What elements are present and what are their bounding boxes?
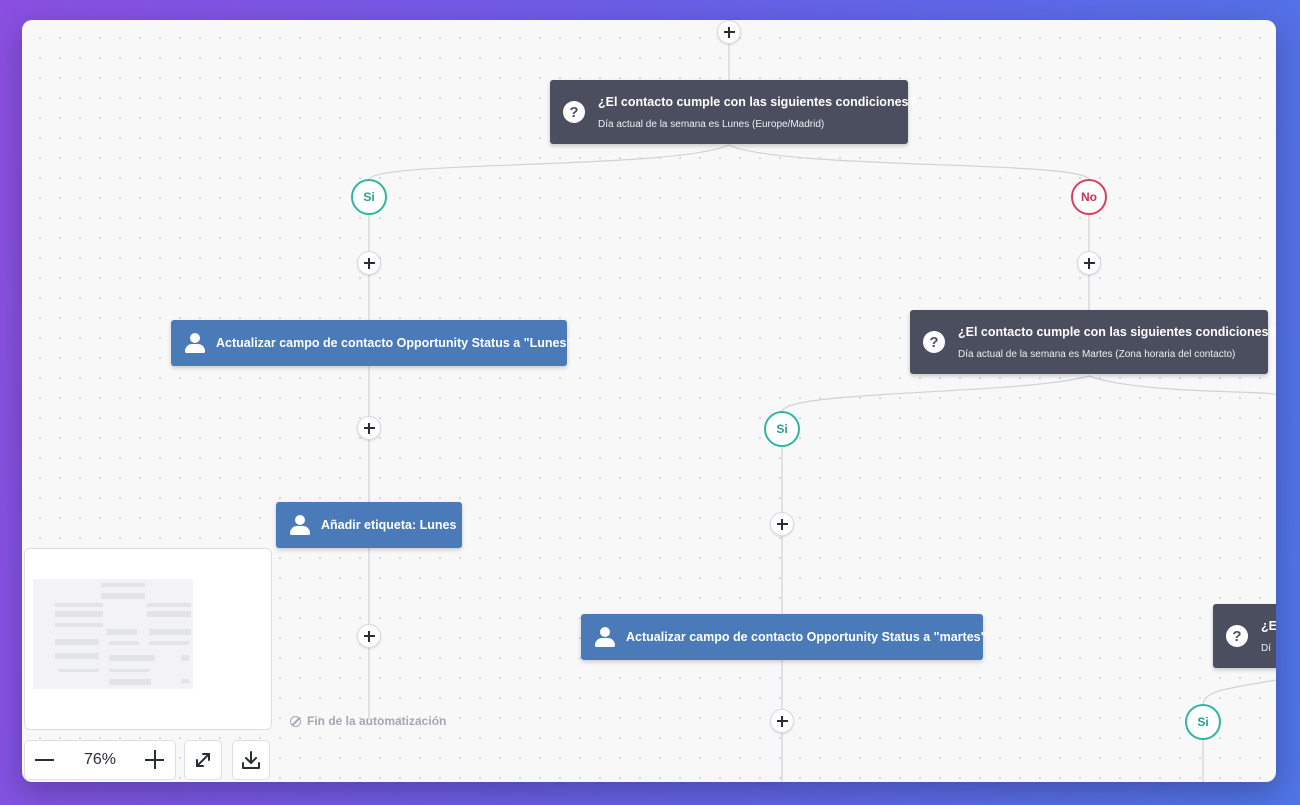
user-icon <box>289 514 311 536</box>
minimap-node <box>181 679 189 683</box>
zoom-level: 76% <box>83 751 117 768</box>
action-node[interactable]: Actualizar campo de contacto Opportunity… <box>581 614 987 660</box>
end-label: Fin de la automatización <box>307 714 447 728</box>
condition-title: ¿El contacto cumple con las siguientes c… <box>958 325 1276 339</box>
minimap-node <box>109 669 149 672</box>
add-step-button[interactable] <box>770 709 794 733</box>
minimap-node <box>109 655 155 661</box>
zoom-in-button[interactable] <box>135 741 175 779</box>
minimap-node <box>59 669 99 672</box>
condition-title: ¿E <box>1261 619 1276 633</box>
action-label: Actualizar campo de contacto Opportunity… <box>626 630 987 644</box>
automation-canvas[interactable]: ? ¿El contacto cumple con las siguientes… <box>22 20 1276 782</box>
minimap-node <box>55 611 103 617</box>
minimap-node <box>181 655 189 661</box>
add-step-button[interactable] <box>770 512 794 536</box>
fit-screen-button[interactable] <box>184 740 222 780</box>
minimap-node <box>55 653 99 659</box>
condition-node[interactable]: ? ¿El contacto cumple con las siguientes… <box>550 80 916 144</box>
minimap-node <box>147 611 191 617</box>
add-step-button[interactable] <box>357 416 381 440</box>
zoom-out-button[interactable] <box>25 741 65 779</box>
minimap-node <box>149 641 189 645</box>
condition-node[interactable]: ? ¿El contacto cumple con las siguientes… <box>910 310 1276 374</box>
action-label: Actualizar campo de contacto Opportunity… <box>216 336 573 350</box>
question-icon: ? <box>1226 625 1248 647</box>
condition-detail: Día actual de la semana es Lunes (Europe… <box>598 119 825 130</box>
branch-no[interactable]: No <box>1071 179 1107 215</box>
question-icon: ? <box>923 331 945 353</box>
minimap-node <box>149 629 191 635</box>
minimap-node <box>55 639 99 645</box>
action-label: Añadir etiqueta: Lunes <box>321 518 457 532</box>
add-step-button[interactable] <box>357 251 381 275</box>
branch-yes[interactable]: Si <box>764 411 800 447</box>
action-node[interactable]: Actualizar campo de contacto Opportunity… <box>171 320 572 366</box>
minimap-node <box>109 641 139 645</box>
end-of-automation: Fin de la automatización <box>290 714 446 728</box>
branch-yes[interactable]: Si <box>351 179 387 215</box>
condition-node[interactable]: ? ¿E Dí <box>1213 604 1276 668</box>
condition-detail: Dí <box>1261 643 1271 654</box>
minimap-node <box>107 629 137 635</box>
ban-icon <box>290 715 301 727</box>
add-step-button[interactable] <box>1077 251 1101 275</box>
add-step-button[interactable] <box>717 20 741 44</box>
minimap-node <box>55 623 103 627</box>
user-icon <box>184 332 206 354</box>
action-node[interactable]: Añadir etiqueta: Lunes <box>276 502 462 548</box>
expand-icon <box>196 753 210 767</box>
download-icon <box>242 751 260 769</box>
condition-detail: Día actual de la semana es Martes (Zona … <box>958 349 1236 360</box>
add-step-button[interactable] <box>357 624 381 648</box>
user-icon <box>594 626 616 648</box>
minimap-node <box>55 603 103 607</box>
minimap-node <box>101 583 145 587</box>
minimap[interactable] <box>24 548 272 730</box>
zoom-control: 76% <box>24 740 176 780</box>
branch-yes[interactable]: Si <box>1185 704 1221 740</box>
question-icon: ? <box>563 101 585 123</box>
minimap-node <box>101 593 145 599</box>
minimap-node <box>109 679 151 685</box>
condition-title: ¿El contacto cumple con las siguientes c… <box>598 95 917 109</box>
minimap-node <box>147 603 191 607</box>
download-button[interactable] <box>232 740 270 780</box>
